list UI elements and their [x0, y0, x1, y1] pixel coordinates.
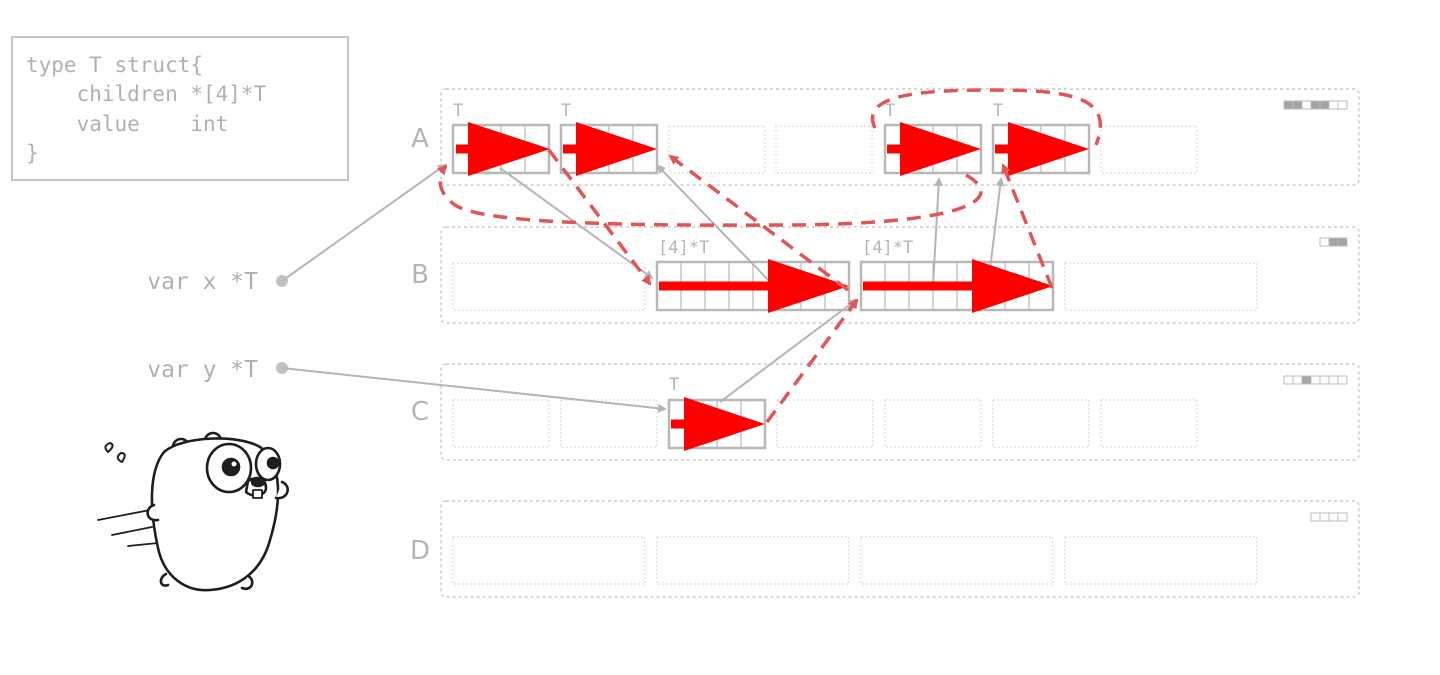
- bitmap-cell-free: [1328, 100, 1339, 110]
- free-slot: [992, 399, 1090, 448]
- object-type-label: T: [993, 101, 1003, 121]
- span-row-a: A: [411, 88, 1360, 186]
- traversal-arrow: [547, 148, 652, 286]
- free-slot: [560, 399, 658, 448]
- bitmap-cell-free: [1337, 512, 1348, 522]
- bitmap-cell-allocated: [1319, 100, 1330, 110]
- free-slot: [452, 399, 550, 448]
- bitmap-cell-free: [1319, 375, 1330, 385]
- pointer-arrow: [719, 298, 858, 403]
- span-label: C: [411, 397, 429, 427]
- bitmap-cell-free: [1328, 375, 1339, 385]
- var-y-label: var y *T: [147, 357, 258, 383]
- scan-mark: [671, 397, 765, 451]
- object-type-label: [4]*T: [862, 238, 913, 258]
- pointer-arrows: [281, 163, 1005, 413]
- free-slot: [656, 536, 850, 585]
- traversal-arrow: [871, 88, 1103, 146]
- object-type-label: T: [453, 101, 463, 121]
- free-slots: [452, 125, 1258, 585]
- traversal-arrow: [668, 154, 850, 292]
- free-slot: [1064, 262, 1258, 311]
- pointer-arrow: [281, 163, 447, 282]
- bitmap-cell-allocated: [1337, 237, 1348, 247]
- bitmap-cell-free: [1337, 100, 1348, 110]
- gopher-mascot-icon: [97, 431, 289, 592]
- object-type-label: T: [885, 101, 895, 121]
- pointer-arrow: [499, 167, 654, 280]
- span-row-d: D: [410, 500, 1360, 598]
- span-alloc-bitmap: [1310, 512, 1348, 522]
- pointer-arrow: [281, 367, 667, 413]
- bitmap-cell-free: [1310, 375, 1321, 385]
- bitmap-cell-free: [1292, 375, 1303, 385]
- bitmap-cell-free: [1301, 100, 1312, 110]
- free-slot: [1100, 125, 1198, 174]
- free-slot: [775, 125, 873, 174]
- bitmap-cell-free: [1337, 375, 1348, 385]
- span-label: A: [411, 124, 429, 154]
- free-slot: [452, 536, 646, 585]
- code-line: children *[4]*T: [26, 82, 267, 106]
- object-type-label: T: [561, 101, 571, 121]
- bitmap-cell-free: [1319, 237, 1330, 247]
- span-row-c: C: [411, 363, 1360, 461]
- scan-mark: [456, 122, 550, 176]
- free-slot: [884, 399, 982, 448]
- free-slot: [1064, 536, 1258, 585]
- free-slot: [860, 536, 1054, 585]
- span-row-b: B: [411, 226, 1360, 324]
- bitmap-cell-free: [1310, 512, 1321, 522]
- free-slot: [452, 262, 646, 311]
- pointer-arrow: [656, 164, 775, 287]
- scan-mark: [659, 259, 849, 313]
- free-slot: [776, 399, 874, 448]
- gc-traversal-path: [436, 88, 1103, 424]
- traversal-arrow: [436, 164, 983, 227]
- traversal-arrow: [765, 298, 859, 424]
- span-label: D: [410, 536, 430, 566]
- span-alloc-bitmap: [1319, 237, 1348, 247]
- bitmap-cell-free: [1328, 512, 1339, 522]
- code-line: value int: [26, 112, 228, 136]
- span-alloc-bitmap: [1283, 100, 1348, 110]
- scan-marks: [456, 122, 1089, 451]
- free-slot: [668, 125, 766, 174]
- scan-mark: [563, 122, 657, 176]
- scan-mark: [995, 122, 1089, 176]
- scan-mark: [887, 122, 981, 176]
- struct-code-box: type T struct{ children *[4]*T value int…: [11, 36, 349, 181]
- object-type-label: T: [669, 375, 679, 395]
- bitmap-cell-free: [1283, 375, 1294, 385]
- bitmap-cell-allocated: [1283, 100, 1294, 110]
- span-label: B: [411, 260, 429, 290]
- span-alloc-bitmap: [1283, 375, 1348, 385]
- bitmap-cell-allocated: [1310, 100, 1321, 110]
- bitmap-cell-allocated: [1301, 375, 1312, 385]
- var-x-label: var x *T: [147, 269, 258, 295]
- code-line: }: [26, 141, 39, 165]
- pointer-arrow: [932, 177, 944, 287]
- scan-mark: [863, 259, 1053, 313]
- bitmap-cell-free: [1319, 512, 1330, 522]
- free-slot: [1100, 399, 1198, 448]
- object-type-label: [4]*T: [658, 238, 709, 258]
- bitmap-cell-allocated: [1328, 237, 1339, 247]
- bitmap-cell-allocated: [1292, 100, 1303, 110]
- code-line: type T struct{: [26, 53, 203, 77]
